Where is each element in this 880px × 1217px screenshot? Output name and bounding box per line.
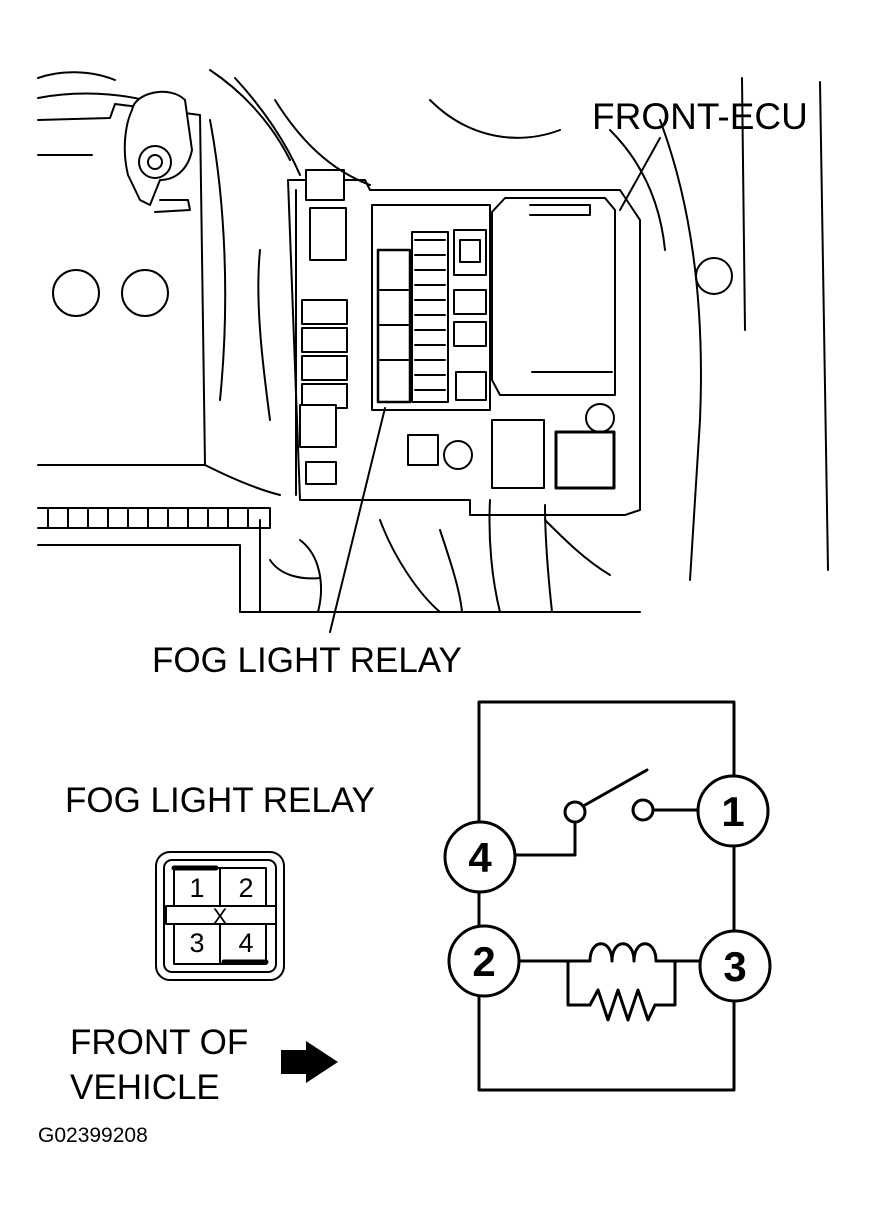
switch-contact xyxy=(631,798,655,822)
connector-pin-labels: 1 2 3 4 X xyxy=(189,873,253,958)
front-arrow-icon xyxy=(281,1041,338,1083)
terminal-labels: 1 2 3 4 xyxy=(468,788,746,990)
front-of-vehicle-label: FRONT OF VEHICLE xyxy=(70,1020,248,1110)
terminal-3 xyxy=(698,929,772,1003)
connector-pin-3: 3 xyxy=(189,928,204,958)
fog-relay-leader xyxy=(329,407,386,633)
figure-code: G02399208 xyxy=(38,1124,148,1147)
harness-bundle xyxy=(37,507,271,529)
schematic-frame xyxy=(477,700,736,1092)
fog-light-relay-connector-label: FOG LIGHT RELAY xyxy=(65,781,375,820)
terminal-1-label: 1 xyxy=(721,788,744,835)
relay-coil xyxy=(566,942,677,963)
terminal-2 xyxy=(447,924,521,998)
battery-post-left-icon xyxy=(52,269,100,317)
connector-pin-1: 1 xyxy=(189,873,204,903)
front-of-vehicle-line2: VEHICLE xyxy=(70,1068,220,1107)
fog-light-relay-in-block xyxy=(376,248,412,404)
resistor xyxy=(588,988,657,1022)
connector-pin-2: 2 xyxy=(238,873,253,903)
terminal-1 xyxy=(696,774,770,848)
front-of-vehicle-line1: FRONT OF xyxy=(70,1023,249,1062)
connector-pin-4: 4 xyxy=(238,928,253,958)
front-ecu-box xyxy=(491,197,616,396)
mounting-hole-icon xyxy=(695,257,733,295)
terminal-4-label: 4 xyxy=(468,834,492,881)
front-ecu-leader xyxy=(619,137,661,211)
engine-bay-illustration xyxy=(37,69,829,633)
terminal-3-label: 3 xyxy=(723,943,746,990)
relay-schematic xyxy=(443,700,772,1092)
terminal-4 xyxy=(443,820,517,894)
connector-center-mark: X xyxy=(213,904,228,929)
fog-light-relay-location-label: FOG LIGHT RELAY xyxy=(152,641,462,680)
switch-wire-pin4 xyxy=(513,821,577,857)
switch-pivot xyxy=(563,800,587,824)
battery-post-right-icon xyxy=(121,269,169,317)
terminal-2-label: 2 xyxy=(472,938,495,985)
front-ecu-label: FRONT-ECU xyxy=(592,96,808,137)
switch-blade xyxy=(583,768,649,807)
relay-connector-face xyxy=(155,851,285,981)
